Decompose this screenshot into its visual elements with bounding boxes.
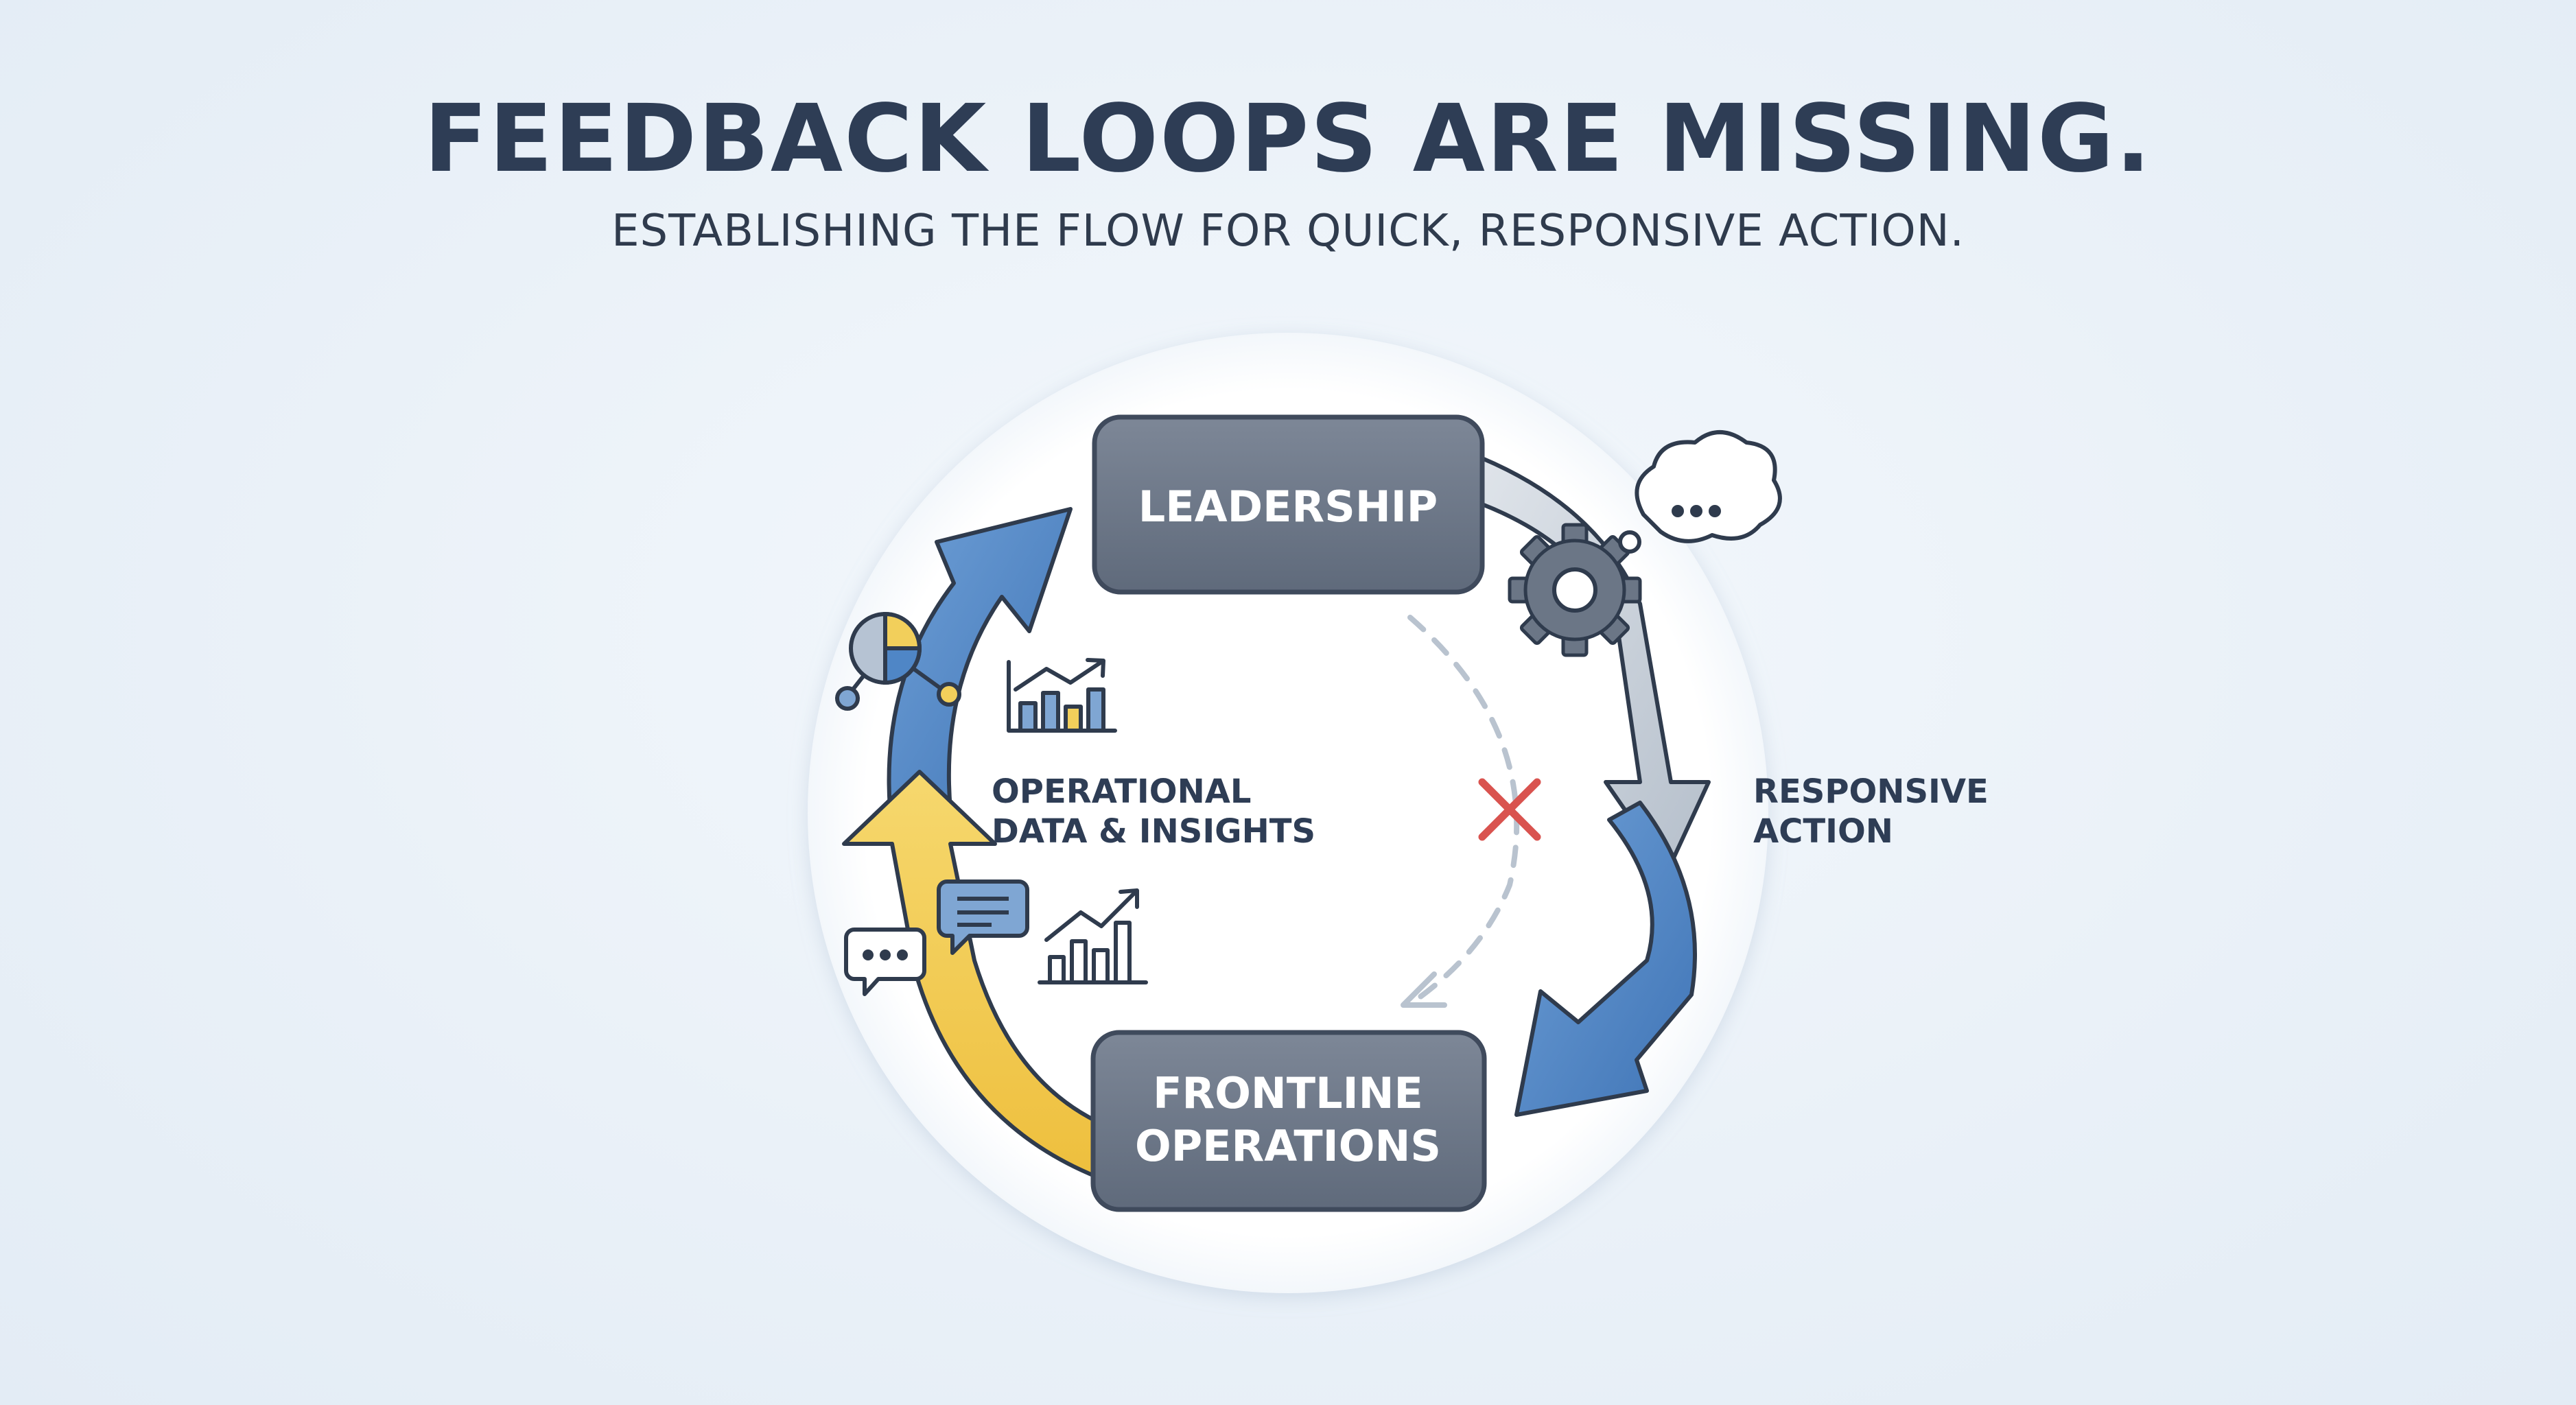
responsive-action-arrow-lower [1514, 801, 1697, 1117]
operational-data-label-line1: OPERATIONAL [992, 772, 1251, 811]
page-title: FEEDBACK LOOPS ARE MISSING. [423, 85, 2153, 193]
gear-icon [1508, 523, 1642, 657]
frontline-label-line1: FRONTLINE [1153, 1068, 1423, 1118]
responsive-action-arrow-upper [1480, 456, 1711, 873]
x-mark-icon [1478, 778, 1541, 841]
leadership-node: LEADERSHIP [1092, 414, 1485, 595]
operational-data-arrow-upper [887, 507, 1073, 832]
bar-chart-growth-icon [1007, 658, 1117, 733]
operational-data-arrow-lower [842, 770, 1107, 1182]
leadership-label: LEADERSHIP [1138, 482, 1438, 532]
speech-bubble-icon [937, 879, 1029, 955]
pie-chart-network-icon [835, 611, 961, 711]
page-subtitle: ESTABLISHING THE FLOW FOR QUICK, RESPONS… [611, 206, 1965, 257]
frontline-operations-node: FRONTLINE OPERATIONS [1090, 1030, 1487, 1212]
bar-chart-growth-icon [1038, 888, 1148, 984]
chat-bubble-icon [844, 928, 926, 996]
responsive-action-label-line1: RESPONSIVE [1753, 772, 1989, 811]
operational-data-label-line2: DATA & INSIGHTS [992, 812, 1315, 851]
broken-feedback-line [1407, 615, 1520, 1004]
frontline-label-line2: OPERATIONS [1135, 1121, 1441, 1171]
thought-bubble-icon [1618, 430, 1782, 554]
responsive-action-label-line2: ACTION [1753, 812, 1893, 851]
broken-feedback-arrowhead [1401, 971, 1447, 1008]
